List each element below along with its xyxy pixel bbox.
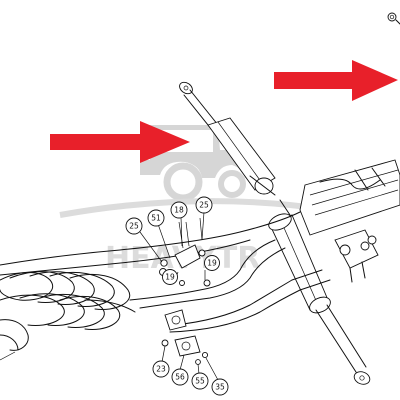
callout-56: 56	[171, 368, 189, 386]
svg-text:35: 35	[215, 383, 225, 392]
corner-fitting	[387, 12, 400, 25]
callout-51: 51	[147, 209, 165, 227]
red-arrow-middle-left	[50, 121, 190, 163]
red-arrow-top-right	[274, 60, 398, 101]
svg-text:23: 23	[156, 365, 166, 374]
svg-text:25: 25	[199, 201, 209, 210]
fittings-cluster	[159, 217, 211, 365]
svg-text:56: 56	[175, 373, 185, 382]
callout-19-right: 19	[204, 255, 220, 271]
svg-text:19: 19	[207, 259, 217, 268]
svg-text:19: 19	[165, 273, 175, 282]
hydraulic-hoses	[0, 211, 331, 333]
callout-19-left: 19	[162, 269, 178, 285]
svg-text:25: 25	[129, 222, 139, 231]
upper-hydraulic-cylinder	[179, 81, 291, 216]
valve-block-assembly	[299, 159, 400, 283]
callout-25-right: 25	[195, 196, 213, 214]
coiled-hoses	[0, 271, 136, 361]
svg-text:18: 18	[174, 206, 184, 215]
svg-text:51: 51	[151, 214, 161, 223]
callout-35: 35	[211, 378, 229, 396]
callout-25-left: 25	[125, 217, 143, 235]
callout-18: 18	[170, 201, 188, 219]
callout-55: 55	[191, 372, 209, 390]
leader-lines	[139, 211, 219, 381]
svg-text:55: 55	[195, 377, 205, 386]
callout-23: 23	[152, 360, 170, 378]
